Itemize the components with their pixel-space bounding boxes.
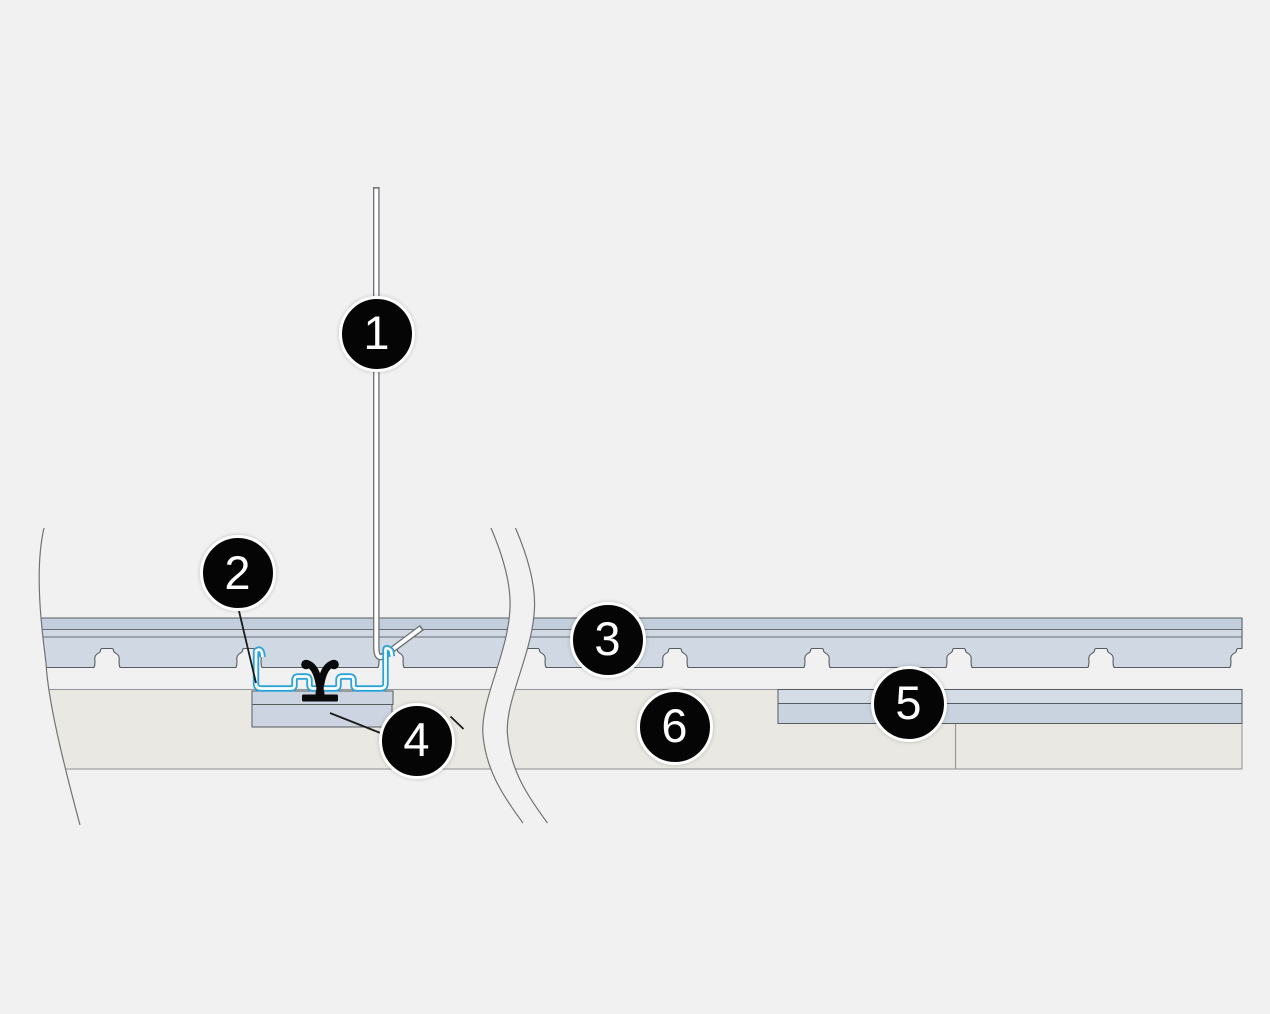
callout-6: 6 xyxy=(636,688,713,765)
hanger-wire-core xyxy=(374,188,422,659)
hanger-plate-lower xyxy=(251,704,393,728)
leader-callout-4 xyxy=(329,712,384,735)
callout-2-label: 2 xyxy=(224,545,251,599)
leader-callout-4-right xyxy=(449,715,465,730)
callout-5-label: 5 xyxy=(895,676,922,729)
spring-clip-foot xyxy=(302,694,338,702)
break-left-mask xyxy=(0,528,80,825)
leader-callout-2 xyxy=(238,610,257,684)
break-line-left xyxy=(0,527,81,826)
break-middle-curve-left xyxy=(482,527,524,824)
leader-lines xyxy=(238,610,465,735)
channel-profile-core xyxy=(254,646,394,690)
callout-2: 2 xyxy=(199,535,276,611)
callout-1: 1 xyxy=(338,295,415,372)
callout-1-label: 1 xyxy=(363,306,390,359)
callout-3: 3 xyxy=(569,601,646,678)
callout-5: 5 xyxy=(870,665,947,742)
break-middle-curve-right xyxy=(506,527,548,824)
furring-profile-top-flange xyxy=(778,690,1242,704)
break-middle-mask xyxy=(482,528,548,823)
hanger-wire xyxy=(373,187,424,661)
callout-6-label: 6 xyxy=(661,699,688,752)
channel-profile-highlighted xyxy=(252,644,396,692)
spring-clip xyxy=(301,659,339,702)
break-left-curve xyxy=(38,527,81,826)
callout-4: 4 xyxy=(378,702,455,779)
callout-4-label: 4 xyxy=(403,713,430,766)
break-line-middle xyxy=(482,527,548,824)
hanger-wire-outline xyxy=(373,187,424,661)
furring-profile xyxy=(777,689,1243,724)
callout-3-label: 3 xyxy=(594,612,621,665)
spring-clip-right-arm xyxy=(315,660,337,697)
